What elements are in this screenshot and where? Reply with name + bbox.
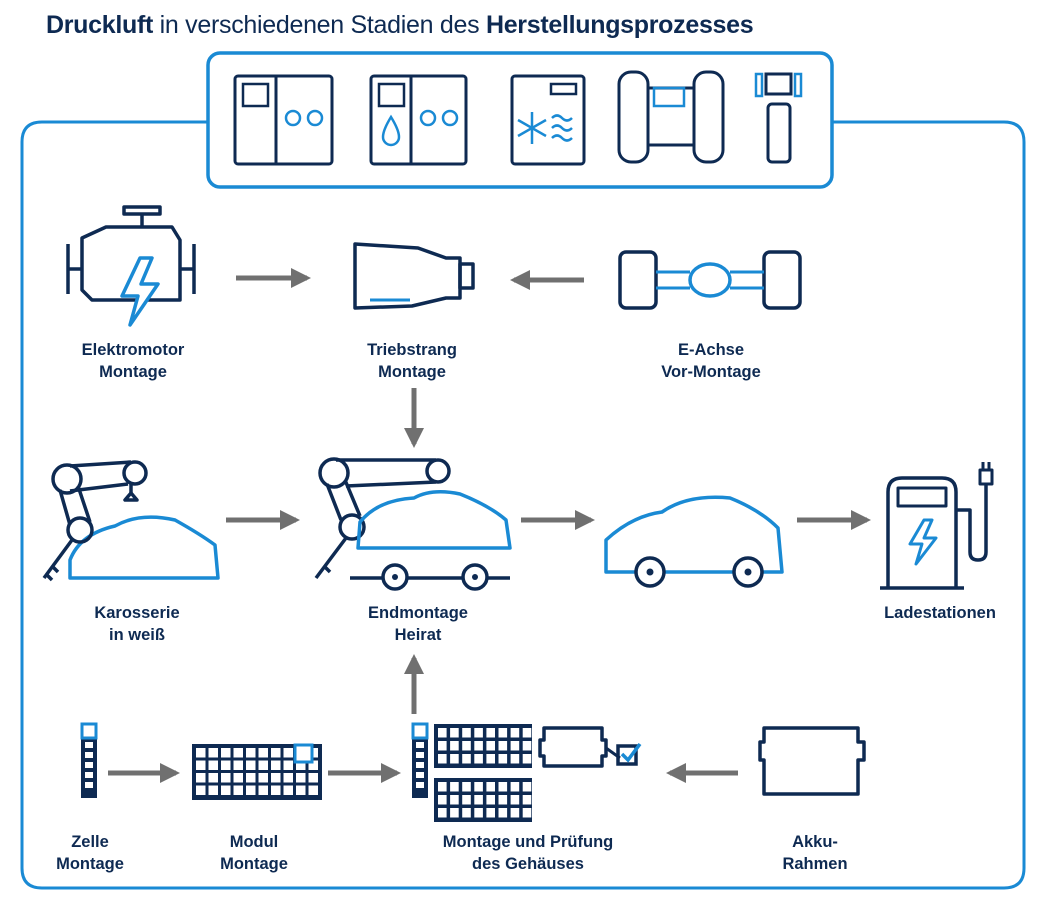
page-title: Druckluft in verschiedenen Stadien des H…: [46, 11, 754, 40]
oil-compressor-icon: [369, 74, 468, 166]
cell-stack-icon: [80, 722, 98, 798]
robot-car-wheels-icon: [314, 457, 512, 591]
dryer-icon: [510, 74, 586, 166]
tank-icon: [617, 70, 725, 164]
engine-icon: [66, 205, 196, 327]
module-grid-icon: [192, 743, 322, 800]
title-regular: in verschiedenen Stadien des: [153, 11, 486, 39]
car-icon: [604, 495, 784, 588]
axle-icon: [618, 250, 802, 310]
outer-frame: [20, 120, 1026, 890]
filter-icon: [754, 72, 803, 164]
label-akku: Akku-Rahmen: [782, 833, 848, 873]
charging-station-icon: [880, 462, 994, 590]
title-bold-2: Herstellungsprozesses: [485, 11, 754, 39]
robot-car-body-icon: [42, 460, 220, 582]
housing-check-icon: [411, 722, 642, 822]
label-ladestationen: Ladestationen: [884, 604, 996, 622]
compressor-icon: [233, 74, 334, 166]
gearbox-icon: [353, 242, 475, 310]
battery-frame-icon: [758, 726, 866, 796]
title-bold-1: Druckluft: [46, 11, 154, 39]
flow-arrows: [108, 268, 871, 783]
